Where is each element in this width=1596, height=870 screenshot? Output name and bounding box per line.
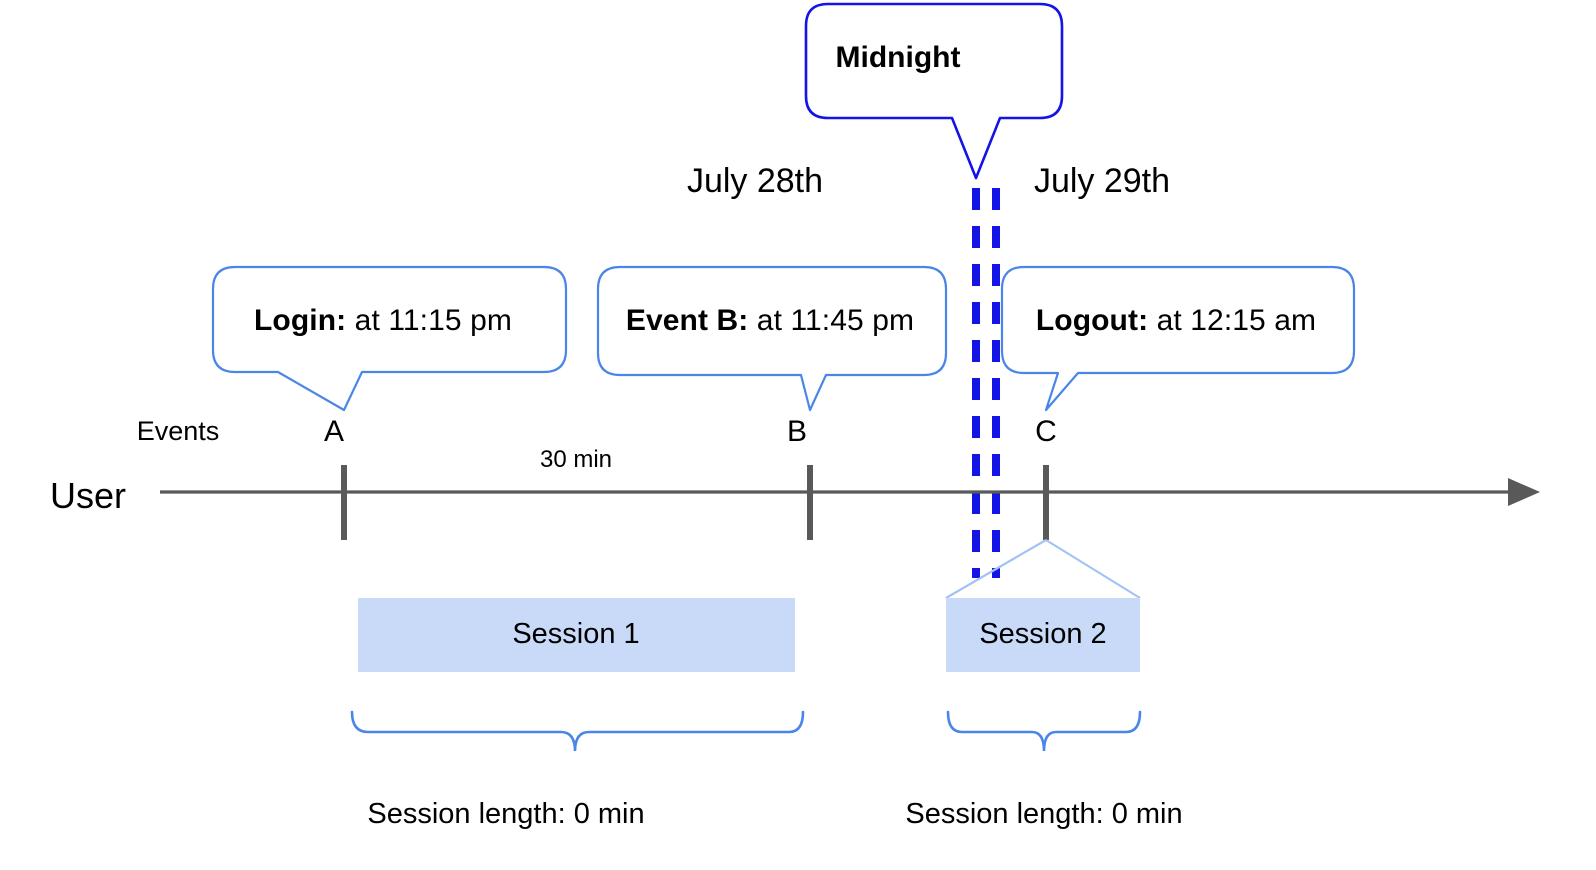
event-b-callout-shape xyxy=(596,265,948,412)
timeline-arrow-head xyxy=(1508,478,1540,506)
events-lane-label: Events xyxy=(136,416,220,446)
event-b-bubble-path xyxy=(596,265,948,412)
logout-bubble-path xyxy=(1000,265,1356,412)
session-1-box xyxy=(358,598,795,672)
login-callout-bold: Login: xyxy=(254,304,347,337)
midnight-label: Midnight xyxy=(835,41,961,74)
session-1-label: Session 1 xyxy=(512,618,640,650)
session-2-brace xyxy=(946,710,1142,752)
event-letter-b: B xyxy=(786,415,808,448)
logout-callout-shape xyxy=(1000,265,1356,412)
logout-callout-text: Logout: at 12:15 am xyxy=(1036,306,1316,336)
event-b-callout-text: Event B: at 11:45 pm xyxy=(626,306,914,336)
session-2-connectors xyxy=(945,539,1141,599)
duration-label-30-min: 30 min xyxy=(539,446,613,473)
session-2-length-label: Session length: 0 min xyxy=(905,798,1183,830)
event-letter-c: C xyxy=(1035,415,1057,448)
session-2-connector-right xyxy=(1045,539,1141,599)
session-2-box xyxy=(946,598,1140,672)
date-label-july-29: July 29th xyxy=(1033,162,1171,200)
session-2-label: Session 2 xyxy=(979,618,1107,650)
event-b-callout-bold: Event B: xyxy=(625,304,749,337)
login-callout-rest: at 11:15 pm xyxy=(346,304,512,337)
event-letter-a: A xyxy=(323,415,345,448)
session-1-length-label: Session length: 0 min xyxy=(367,798,645,830)
logout-callout-bold: Logout: xyxy=(1035,304,1149,337)
event-ticks xyxy=(341,465,1049,540)
session-1-brace xyxy=(350,710,805,752)
midnight-dashed-lines xyxy=(972,188,1000,578)
login-callout-text: Login: at 11:15 pm xyxy=(254,306,512,336)
date-label-july-28: July 28th xyxy=(686,162,824,200)
logout-callout-rest: at 12:15 am xyxy=(1148,304,1317,337)
midnight-bubble-path xyxy=(804,2,1064,180)
midnight-callout-shape xyxy=(804,2,1064,180)
session-2-connector-left xyxy=(945,539,1047,599)
login-callout-shape xyxy=(211,265,568,412)
timeline-axis xyxy=(160,478,1540,506)
event-b-callout-rest: at 11:45 pm xyxy=(748,304,915,337)
user-lane-label: User xyxy=(49,475,127,516)
login-bubble-path xyxy=(211,265,568,412)
